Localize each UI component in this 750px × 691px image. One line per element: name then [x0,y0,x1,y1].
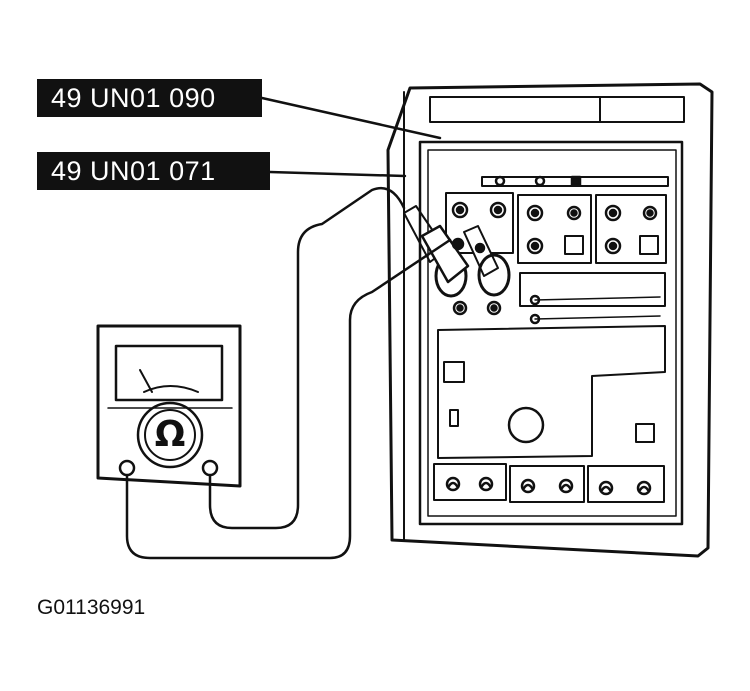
test-probe-left [403,205,470,298]
checker-box [386,82,714,558]
socket-module-2 [517,194,592,264]
tool-callout-071: 49 UN01 071 [37,152,270,190]
socket-module-1 [445,192,514,254]
tool-callout-090: 49 UN01 090 [37,79,262,117]
ohmmeter [96,324,242,488]
ohm-dial [136,401,204,469]
test-lead-lower [125,238,452,560]
middle-rails [452,272,666,325]
leader-line-090 [260,96,442,140]
ohm-symbol: Ω [154,414,186,455]
meter-jack-left [118,459,136,477]
test-lead-upper [208,186,406,530]
lower-panel [437,325,666,459]
bottom-socket-row [433,463,665,503]
socket-module-3 [595,194,667,264]
figure-id: G01136991 [37,596,146,619]
leader-line-071 [268,170,407,178]
top-terminal-strip [481,175,669,187]
test-probe-right [463,225,511,297]
meter-jack-right [201,459,219,477]
